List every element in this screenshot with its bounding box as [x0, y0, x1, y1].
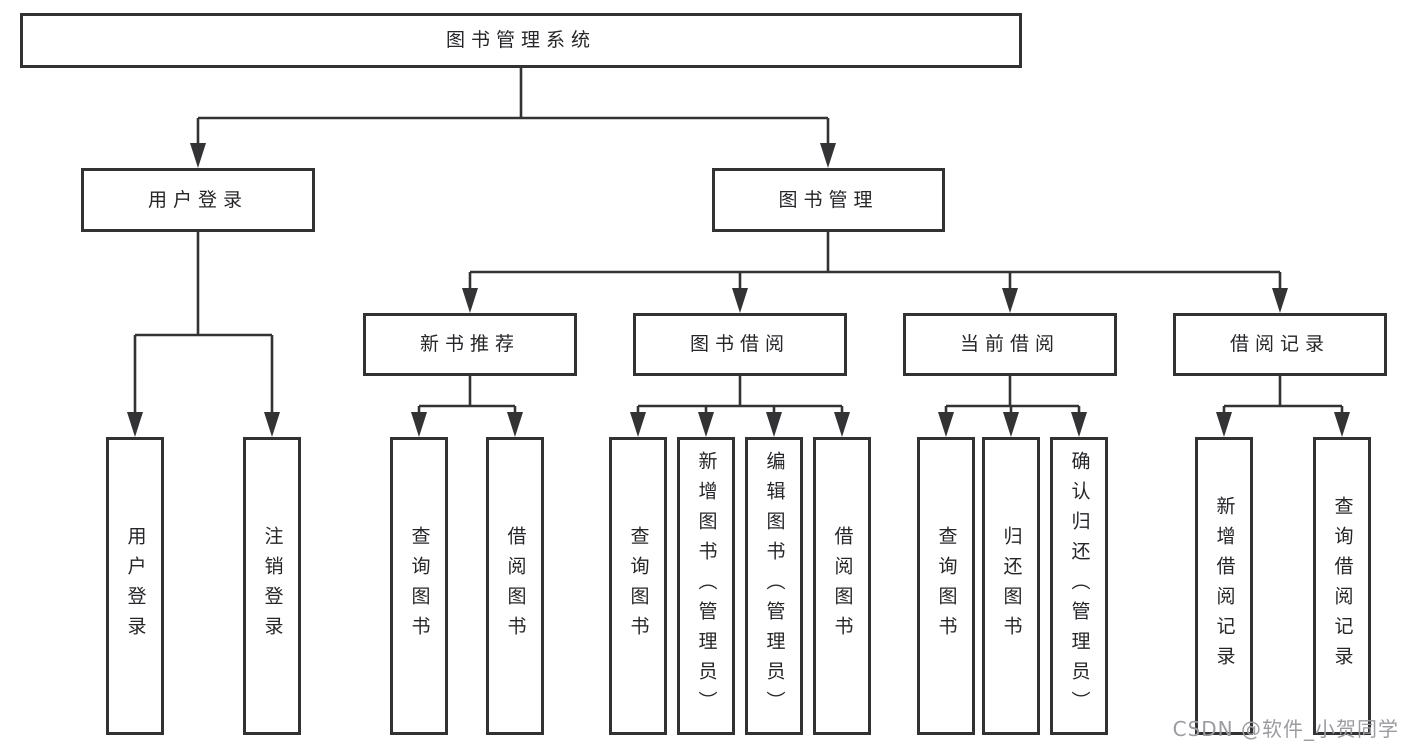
- arrowheads: [127, 143, 1350, 437]
- csdn-watermark: CSDN @软件_小贺同学: [1172, 717, 1399, 741]
- node-book-borrow: 图书借阅: [633, 313, 847, 376]
- leaf-borrow-add-books-admin: 新增图书（管理员）: [677, 437, 735, 735]
- node-borrow-records: 借阅记录: [1173, 313, 1387, 376]
- leaf-current-confirm-return-admin: 确认归还（管理员）: [1050, 437, 1108, 735]
- node-label: 用户登录: [124, 526, 147, 646]
- leaf-newbook-borrow-books: 借阅图书: [486, 437, 544, 735]
- node-label: 确认归还（管理员）: [1068, 451, 1091, 721]
- node-user-login: 用户登录: [81, 168, 315, 232]
- node-label: 编辑图书（管理员）: [763, 451, 786, 721]
- node-label: 注销登录: [261, 526, 284, 646]
- node-new-book-recommend: 新书推荐: [363, 313, 577, 376]
- leaf-records-add-record: 新增借阅记录: [1195, 437, 1253, 735]
- leaf-records-query-record: 查询借阅记录: [1313, 437, 1371, 735]
- node-label: 新书推荐: [419, 333, 520, 355]
- connector-paths: [133, 66, 1344, 415]
- leaf-logout: 注销登录: [243, 437, 301, 735]
- node-label: 借阅图书: [504, 526, 527, 646]
- node-label: 查询借阅记录: [1331, 496, 1354, 676]
- node-label: 新增借阅记录: [1213, 496, 1236, 676]
- node-label: 用户登录: [147, 188, 248, 211]
- node-label: 查询图书: [408, 526, 431, 646]
- node-book-management: 图书管理: [712, 168, 945, 232]
- node-label: 查询图书: [627, 526, 650, 646]
- node-label: 图书管理: [778, 188, 879, 211]
- node-root: 图书管理系统: [20, 13, 1022, 68]
- leaf-current-return-books: 归还图书: [982, 437, 1040, 735]
- leaf-borrow-borrow-books: 借阅图书: [813, 437, 871, 735]
- node-label: 当前借阅: [959, 333, 1060, 355]
- node-label: 查询图书: [935, 526, 958, 646]
- leaf-current-query-books: 查询图书: [917, 437, 975, 735]
- leaf-newbook-query-books: 查询图书: [390, 437, 448, 735]
- node-label: 借阅图书: [831, 526, 854, 646]
- node-label: 图书借阅: [689, 333, 790, 355]
- node-current-borrow: 当前借阅: [903, 313, 1117, 376]
- node-label: 归还图书: [1000, 526, 1023, 646]
- node-label: 新增图书（管理员）: [695, 451, 718, 721]
- node-label: 借阅记录: [1229, 333, 1330, 355]
- leaf-borrow-query-books: 查询图书: [609, 437, 667, 735]
- leaf-borrow-edit-books-admin: 编辑图书（管理员）: [745, 437, 803, 735]
- node-label: 图书管理系统: [445, 29, 596, 51]
- leaf-user-login: 用户登录: [106, 437, 164, 735]
